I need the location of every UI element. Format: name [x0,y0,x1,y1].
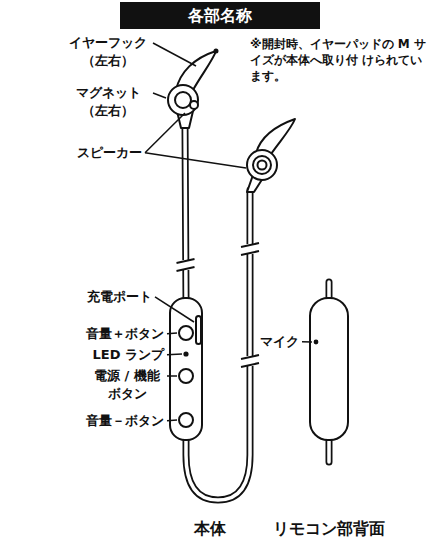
leader-line [153,93,166,98]
part-name: スピーカー [77,144,142,162]
note: ※開封時、イヤーパッドの M サイズが本体へ取り付 けられています。 [250,36,430,85]
part-name: マイク [260,333,299,351]
part-name: 充電ポート [87,288,152,306]
title: 各部名称 [120,2,320,29]
view-caption: 本体 [194,518,226,540]
leader-line [167,332,177,334]
leader-line [155,297,194,322]
view-caption: リモコン部背面 [273,518,385,540]
leader-line [167,419,177,421]
part-name: 音量＋ボタン [86,325,164,343]
part-name: イヤーフック （左右） [66,34,150,69]
leader-line [167,353,182,355]
leader-line [153,43,196,66]
part-name: 電源 / 機能 ボタン [90,367,164,402]
leader-line [302,341,312,343]
part-name: 音量－ボタン [86,412,164,430]
part-name: LED ランプ [93,346,164,364]
part-name: マグネット （左右） [66,84,150,119]
leader-line [167,375,177,377]
leader-line [145,113,185,153]
leader-line [145,153,246,168]
